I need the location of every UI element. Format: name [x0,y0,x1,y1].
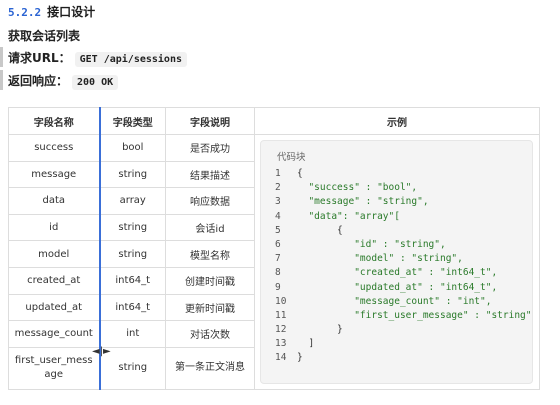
table-header-row: 字段名称 字段类型 字段说明 示例 [8,107,540,135]
code-line: 7 "model" : "string", [275,253,463,265]
cell-field-desc[interactable]: 对话次数 [165,320,255,348]
cell-field-desc[interactable]: 会话id [165,213,255,242]
cell-field-type[interactable]: bool [98,134,166,162]
fields-table: 字段名称 字段类型 字段说明 示例 success bool 是否成功 代码块 … [8,107,540,390]
cell-field-type[interactable]: int64_t [98,293,166,322]
code-block-label: 代码块 [277,152,306,163]
line-marker [0,70,3,90]
cell-field-type[interactable]: string [98,346,166,390]
cell-field-type[interactable]: string [98,160,166,189]
cell-field-desc[interactable]: 模型名称 [165,240,255,268]
code-line: 8 "created_at" : "int64_t", [275,267,498,279]
cell-example[interactable]: 代码块 1{ 2 "success" : "bool", 3 "message"… [254,134,540,390]
table-row: success bool 是否成功 代码块 1{ 2 "success" : "… [8,134,540,390]
cell-field-name[interactable]: created_at [8,266,100,295]
cell-field-type[interactable]: int64_t [98,266,166,295]
cell-field-desc[interactable]: 是否成功 [165,134,255,162]
code-line: 11 "first_user_message" : "string" [275,309,532,321]
column-resize-icon[interactable]: ◄|► [92,346,111,357]
code-line: 6 "id" : "string", [275,238,446,250]
request-value: GET /api/sessions [74,52,187,67]
table-row: model string 模型名称 [8,240,540,268]
cell-field-name[interactable]: first_user_message [8,346,100,390]
code-line: 5 { [275,224,343,236]
code-line: 9 "updated_at" : "int64_t", [275,281,498,293]
header-field-desc: 字段说明 [165,107,255,135]
code-block[interactable]: 代码块 1{ 2 "success" : "bool", 3 "message"… [260,140,533,384]
header-field-type: 字段类型 [98,107,166,135]
subheading: 获取会话列表 [8,29,81,43]
table-row: first_user_message string 第一条正文消息 [8,346,540,390]
cell-field-name[interactable]: success [8,134,100,162]
cell-field-name[interactable]: updated_at [8,293,100,322]
code-line: 2 "success" : "bool", [275,182,418,194]
code-line: 4 "data": "array"[ [275,210,400,222]
response-label: 返回响应： [8,74,69,88]
cell-field-type[interactable]: int [98,320,166,348]
cell-field-name[interactable]: message [8,160,100,189]
table-row: message_count int 对话次数 [8,320,540,348]
code-line: 12 } [275,324,343,336]
line-marker [0,47,3,67]
request-label: 请求URL： [8,51,71,65]
cell-field-name[interactable]: id [8,213,100,242]
cell-field-desc[interactable]: 创建时间戳 [165,266,255,295]
cell-field-name[interactable]: message_count [8,320,100,348]
code-line: 13 ] [275,338,315,350]
cell-field-type[interactable]: string [98,240,166,268]
cell-field-name[interactable]: data [8,187,100,215]
cell-field-type[interactable]: string [98,213,166,242]
table-row: created_at int64_t 创建时间戳 [8,266,540,295]
cell-field-desc[interactable]: 结果描述 [165,160,255,189]
table-row: updated_at int64_t 更新时间戳 [8,293,540,322]
cell-field-desc[interactable]: 响应数据 [165,187,255,215]
response-value: 200 OK [72,75,119,90]
code-lines: 1{ 2 "success" : "bool", 3 "message" : "… [275,167,532,366]
section-number: 5.2.2 [8,6,42,19]
cell-field-name[interactable]: model [8,240,100,268]
header-example: 示例 [254,107,540,135]
request-url-line: 请求URL：GET /api/sessions [8,49,187,67]
code-line: 1{ [275,168,303,179]
cell-field-desc[interactable]: 第一条正文消息 [165,346,255,390]
cell-field-type[interactable]: array [98,187,166,215]
code-line: 14} [275,352,303,364]
response-line: 返回响应：200 OK [8,72,119,90]
code-line: 10 "message_count" : "int", [275,295,492,307]
code-line: 3 "message" : "string", [275,196,429,208]
cell-field-desc[interactable]: 更新时间戳 [165,293,255,322]
table-row: data array 响应数据 [8,187,540,215]
section-title: 接口设计 [47,5,96,19]
section-heading: 5.2.2 接口设计 [8,3,95,20]
header-field-name: 字段名称 [8,107,100,135]
